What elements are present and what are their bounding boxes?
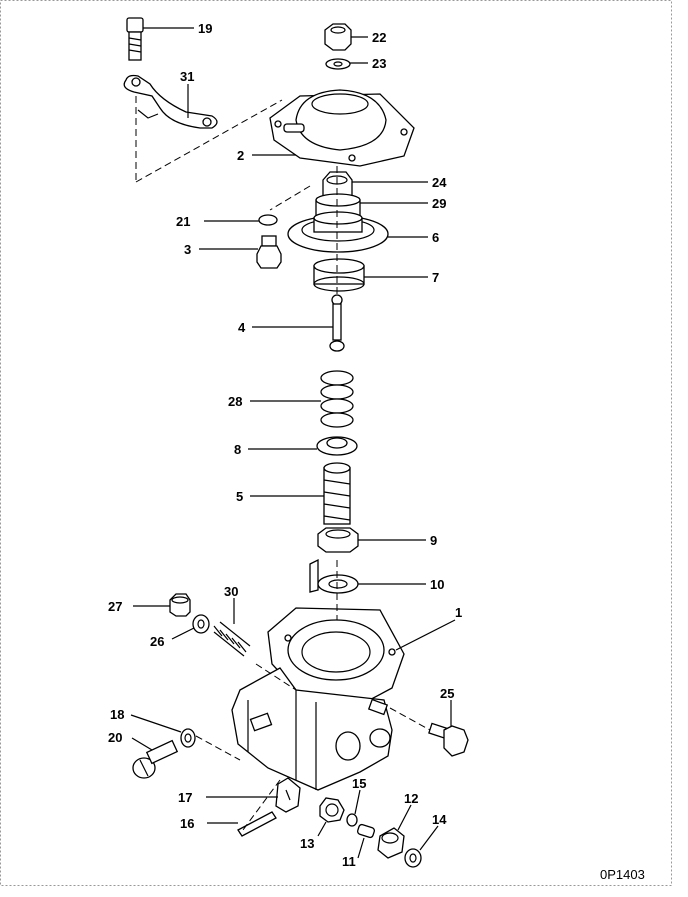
callout-18: 18 [110,707,124,722]
callout-26: 26 [150,634,164,649]
callout-15: 15 [352,776,366,791]
callout-17: 17 [178,790,192,805]
callout-19: 19 [198,21,212,36]
part-23-washer [325,58,351,70]
part-22-nut [324,23,352,51]
part-25-bolt [428,722,469,757]
part-7-plate [313,258,365,292]
callout-30: 30 [224,584,238,599]
part-17-bracket [275,777,301,813]
drawing-code: 0P1403 [600,867,645,882]
callout-8: 8 [234,442,241,457]
callout-5: 5 [236,489,243,504]
part-14-washer [404,848,422,868]
assembly-dash-lines [135,96,431,835]
part-1-body [231,607,405,791]
callout-28: 28 [228,394,242,409]
callout-10: 10 [430,577,444,592]
callout-31: 31 [180,69,194,84]
diagram-frame [0,0,672,886]
part-3-plug [256,235,282,269]
part-10-washer [309,558,359,594]
callout-16: 16 [180,816,194,831]
part-8-seat [316,436,358,456]
callout-4: 4 [238,320,246,335]
part-12-cap [377,827,405,859]
part-9-nut [317,527,359,553]
part-11-plunger [356,823,376,839]
callout-6: 6 [432,230,439,245]
callout-21: 21 [176,214,190,229]
leader-lines [130,27,456,859]
callout-12: 12 [404,791,418,806]
callout-20: 20 [108,730,122,745]
part-28-spring [320,370,354,428]
callout-2: 2 [237,148,244,163]
part-27-plug [169,593,191,617]
part-30-spring [213,621,251,657]
callout-25: 25 [440,686,454,701]
callout-11: 11 [342,854,356,869]
part-26-washer [192,614,210,634]
callout-14: 14 [432,812,447,827]
callout-7: 7 [432,270,439,285]
callout-9: 9 [430,533,437,548]
part-21-o-ring [258,214,278,226]
callout-24: 24 [432,175,447,190]
callout-3: 3 [184,242,191,257]
part-2-cover [269,89,415,167]
callout-23: 23 [372,56,386,71]
part-15-o-ring [346,813,358,827]
part-4-pin [329,294,345,352]
callout-27: 27 [108,599,122,614]
callout-29: 29 [432,196,446,211]
part-16-pin [237,811,277,837]
part-13-nut [319,797,345,823]
part-6-diaphragm [287,211,389,253]
callout-13: 13 [300,836,314,851]
part-18-washer [180,728,196,748]
part-19-bolt [126,17,144,61]
part-5-spring [323,462,351,525]
callout-1: 1 [455,605,462,620]
callout-labels: 19 22 23 31 2 24 29 21 6 3 7 4 28 8 5 9 … [108,21,462,869]
part-31-bracket [123,74,218,129]
part-20-bolt [132,739,179,779]
callout-22: 22 [372,30,386,45]
